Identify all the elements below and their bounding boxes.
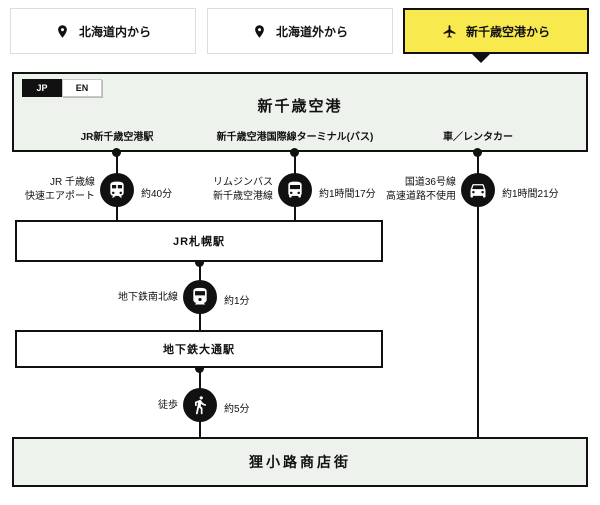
tab-from-new-chitose-airport[interactable]: 新千歳空港から [403, 8, 589, 54]
station-box-jr-sapporo: JR札幌駅 [15, 220, 383, 262]
duration-bus: 約1時間17分 [319, 189, 376, 200]
subway-icon [183, 280, 217, 314]
junction-dot [112, 148, 121, 157]
junction-dot [473, 148, 482, 157]
origin-title: 新千歳空港 [257, 98, 343, 115]
route-line-name: JR 千歳線 [50, 177, 95, 188]
route-label-route36: 国道36号線 高速道路不使用 [386, 176, 456, 204]
pin-icon [252, 24, 267, 39]
train-icon [100, 173, 134, 207]
route-label-namboku-line: 地下鉄南北線 [118, 292, 178, 303]
junction-dot [195, 258, 204, 267]
origin-column-jr-station: JR新千歳空港駅 [80, 132, 154, 143]
connector-line-car [477, 152, 479, 438]
route-label-jr-line: JR 千歳線 快速エアポート [25, 176, 95, 204]
duration-car: 約1時間21分 [502, 189, 559, 200]
tab-from-within-hokkaido[interactable]: 北海道内から [10, 8, 196, 54]
route-line-name: 国道36号線 [404, 177, 456, 188]
destination-box-tanukikoji: 狸小路商店街 [12, 437, 588, 487]
route-line-name: リムジンバス [213, 177, 273, 188]
junction-dot [290, 148, 299, 157]
route-service-name: 快速エアポート [25, 191, 95, 202]
duration-walk: 約5分 [224, 404, 250, 415]
active-tab-pointer [472, 54, 490, 63]
lang-jp-button[interactable]: JP [22, 79, 62, 97]
origin-panel: JP EN 新千歳空港 JR新千歳空港駅 新千歳空港国際線ターミナル(バス) 車… [12, 72, 588, 152]
tab-label: 北海道外から [275, 24, 348, 39]
station-box-odori: 地下鉄大通駅 [15, 330, 383, 368]
tab-from-outside-hokkaido[interactable]: 北海道外から [207, 8, 393, 54]
duration-subway: 約1分 [224, 296, 250, 307]
car-icon [461, 173, 495, 207]
origin-column-bus-terminal: 新千歳空港国際線ターミナル(バス) [216, 132, 374, 143]
tab-label: 北海道内から [78, 24, 151, 39]
route-service-name: 新千歳空港線 [213, 191, 273, 202]
tab-label: 新千歳空港から [465, 24, 550, 39]
junction-dot [195, 364, 204, 373]
route-service-name: 高速道路不使用 [386, 191, 456, 202]
bus-icon [278, 173, 312, 207]
duration-jr: 約40分 [141, 189, 173, 200]
origin-column-car-rental: 車／レンタカー [443, 132, 513, 143]
route-label-limousine-bus: リムジンバス 新千歳空港線 [213, 176, 273, 204]
route-label-walk: 徒歩 [158, 400, 178, 411]
plane-icon [442, 24, 457, 39]
walk-icon [183, 388, 217, 422]
pin-icon [55, 24, 70, 39]
lang-en-button[interactable]: EN [62, 79, 102, 97]
